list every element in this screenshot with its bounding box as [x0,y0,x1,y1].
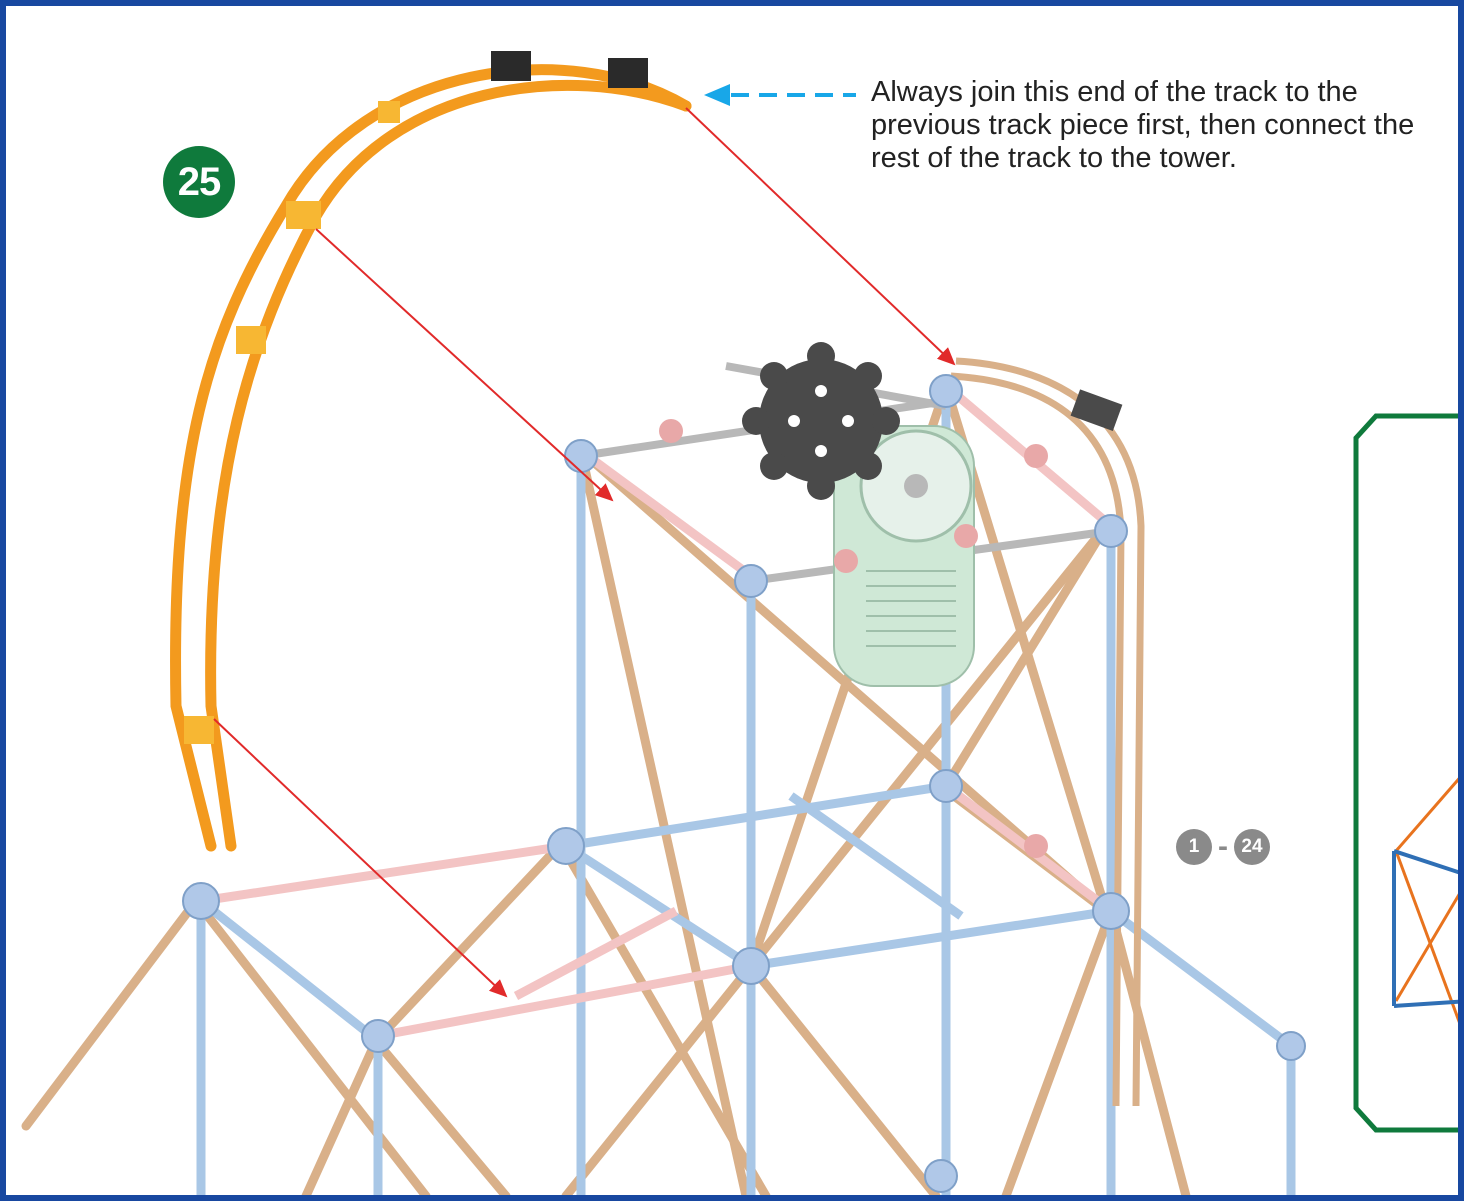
range-end-badge: 24 [1234,829,1270,865]
assembly-diagram [21,51,1458,1195]
range-start-badge: 1 [1176,829,1212,865]
tan-brace-group [21,381,1191,1195]
inset-view [1353,413,1458,1133]
gear-icon [742,342,900,500]
connector-icon [182,374,1306,1193]
arrow-icon [704,84,856,106]
motor-icon [833,425,975,687]
track-car [1070,389,1123,432]
instruction-note: Always join this end of the track to the… [871,76,1415,174]
guide-arrow-group [213,107,956,998]
existing-track-rail [950,372,1125,1107]
blue-rod-group [196,386,1296,1195]
range-separator: - [1218,830,1228,863]
previous-steps-indicator: 1 - 24 [1176,829,1270,865]
new-track-piece [170,51,692,852]
pink-connector-group [659,419,1048,858]
step-number-badge: 25 [163,146,235,218]
